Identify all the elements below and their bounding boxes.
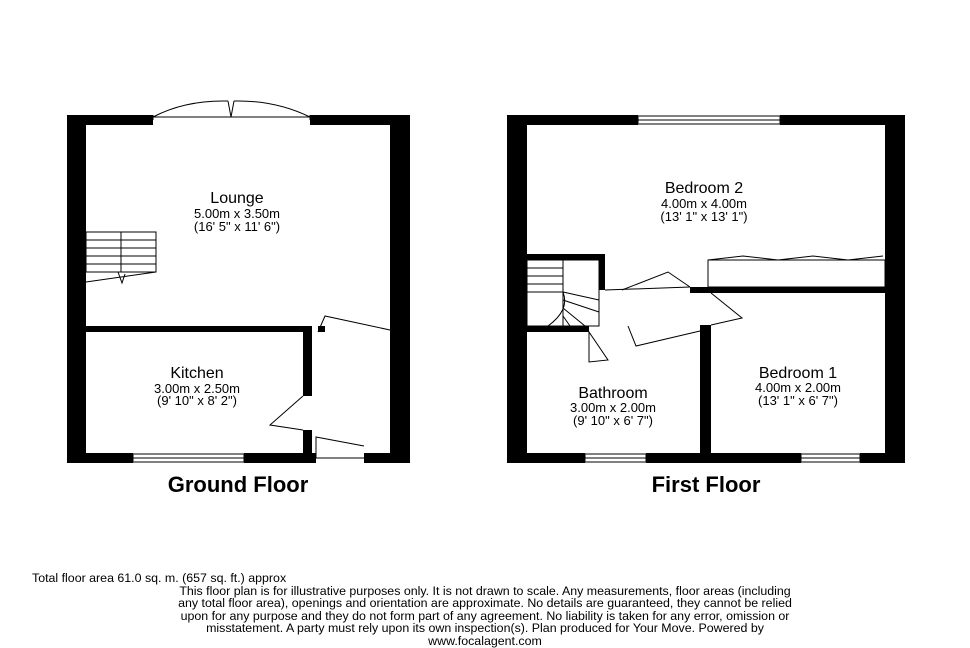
ground-wall-right (390, 115, 410, 463)
ground-stairs (85, 231, 157, 285)
ground-wall-left (67, 115, 86, 463)
kitchen-imperial: (9' 10" x 8' 2") (157, 393, 237, 408)
disclaimer-line: any total floor area), openings and orie… (178, 596, 792, 611)
first-wall-bottom-right (860, 453, 905, 463)
first-floor-openings (526, 115, 886, 463)
disclaimer-line: misstatement. A party must rely upon its… (206, 621, 764, 636)
disclaimer-line: This floor plan is for illustrative purp… (179, 583, 791, 598)
bedroom2-name: Bedroom 2 (665, 180, 743, 197)
french-doors (152, 100, 311, 120)
landing-door (627, 325, 701, 347)
first-wall-bed2-bed1 (690, 287, 885, 293)
first-wall-top-left (507, 115, 638, 125)
ground-wall-bottom-left (67, 453, 133, 463)
first-wall-bottom-left (507, 453, 585, 463)
hall-door (317, 315, 391, 333)
lounge-name: Lounge (210, 190, 263, 207)
first-wall-landing-right (599, 254, 605, 290)
bedroom2-imperial: (13' 1" x 13' 1") (660, 209, 747, 224)
lounge-metric: 5.00m x 3.50m (194, 206, 280, 221)
kitchen-door (268, 395, 304, 431)
bathroom-imperial: (9' 10" x 6' 7") (573, 413, 653, 428)
total-floor-area: Total floor area 61.0 sq. m. (657 sq. ft… (32, 571, 287, 585)
disclaimer-line: upon for any purpose and they do not for… (180, 608, 790, 623)
disclaimer-line: www.focalagent.com (428, 633, 542, 648)
first-wall-bath-top (527, 326, 589, 332)
ground-wall-bottom-right (364, 453, 410, 463)
lounge-imperial: (16' 5" x 11' 6") (194, 219, 280, 234)
wardrobe (707, 259, 886, 288)
bedroom2-door (621, 271, 691, 291)
first-floor-labels: Bedroom 2 4.00m x 4.00m (13' 1" x 13' 1"… (570, 180, 841, 428)
ground-wall-bottom-mid (244, 453, 316, 463)
bathroom-metric: 3.00m x 2.00m (570, 400, 656, 415)
ground-floor-title: Ground Floor (168, 472, 309, 497)
bedroom1-imperial: (13' 1" x 6' 7") (758, 393, 838, 408)
bathroom-name: Bathroom (578, 385, 647, 402)
ground-wall-hall-stub (318, 326, 325, 332)
bathroom-door (588, 330, 609, 363)
kitchen-name: Kitchen (170, 365, 223, 382)
first-stairs (526, 259, 600, 327)
ground-floor-openings (85, 100, 391, 463)
ground-floor-labels: Lounge 5.00m x 3.50m (16' 5" x 11' 6") K… (154, 190, 280, 408)
first-wall-right (885, 115, 905, 463)
first-wall-top-right (780, 115, 905, 125)
front-door (315, 436, 365, 459)
ground-wall-lounge-kitchen (86, 326, 308, 332)
kitchen-metric: 3.00m x 2.50m (154, 381, 240, 396)
ground-wall-top-left (67, 115, 153, 125)
first-wall-bottom-mid (646, 453, 801, 463)
ground-wall-kitchen-hall-lower (303, 430, 312, 453)
first-wall-left (507, 115, 527, 463)
ground-wall-kitchen-hall-upper (303, 326, 312, 396)
bedroom1-metric: 4.00m x 2.00m (755, 380, 841, 395)
bedroom1-name: Bedroom 1 (759, 365, 837, 382)
ground-wall-top-right (310, 115, 410, 125)
ground-floor-plan (67, 115, 410, 463)
first-wall-bath-bed1 (700, 325, 711, 453)
landing-outline (604, 286, 691, 291)
first-floor-title: First Floor (652, 472, 761, 497)
bedroom1-door (710, 292, 744, 326)
first-wall-landing-top (527, 254, 605, 260)
first-floor-plan (507, 115, 905, 463)
bedroom2-metric: 4.00m x 4.00m (661, 196, 747, 211)
footer: Total floor area 61.0 sq. m. (657 sq. ft… (24, 572, 946, 648)
